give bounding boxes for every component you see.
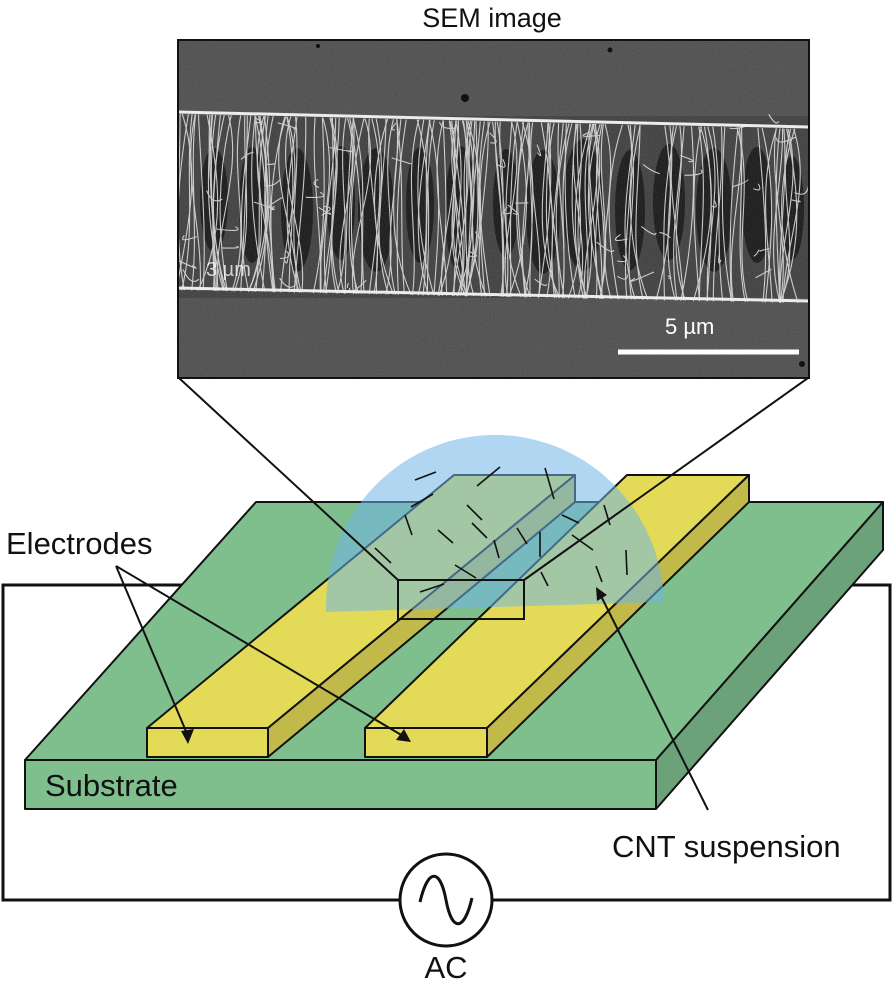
- zoom-region: [178, 377, 809, 620]
- cnt-fibers: [374, 466, 628, 593]
- cnt-suspension-label: CNT suspension: [612, 829, 841, 864]
- substrate-label: Substrate: [45, 768, 178, 803]
- electrodes-arrow-right: [115, 565, 404, 737]
- substrate-front: [24, 759, 657, 810]
- arrow-head-cnt: [596, 587, 607, 601]
- annotation-arrows: [115, 565, 709, 811]
- ac-source: [398, 852, 494, 948]
- sem-overlay-text: 3 µm: [206, 259, 251, 281]
- electrodes-arrow-left: [115, 565, 189, 737]
- sem-title: SEM image: [422, 3, 562, 33]
- electrodes-label: Electrodes: [6, 526, 152, 561]
- cnt-arrow: [599, 593, 709, 811]
- arrow-head-electrode-left: [181, 729, 194, 744]
- ac-label: AC: [424, 950, 467, 984]
- sem-image: 3 µm 5 µm: [177, 39, 810, 379]
- zoom-line-left: [178, 377, 399, 581]
- zoom-box: [397, 579, 525, 620]
- sine-wave-icon: [418, 874, 474, 926]
- arrow-heads: [181, 587, 607, 744]
- cnt-suspension-droplet: [325, 434, 664, 612]
- arrow-head-electrode-right: [396, 729, 411, 742]
- zoom-line-right: [523, 377, 809, 581]
- sem-scale-bar-label: 5 µm: [665, 314, 714, 339]
